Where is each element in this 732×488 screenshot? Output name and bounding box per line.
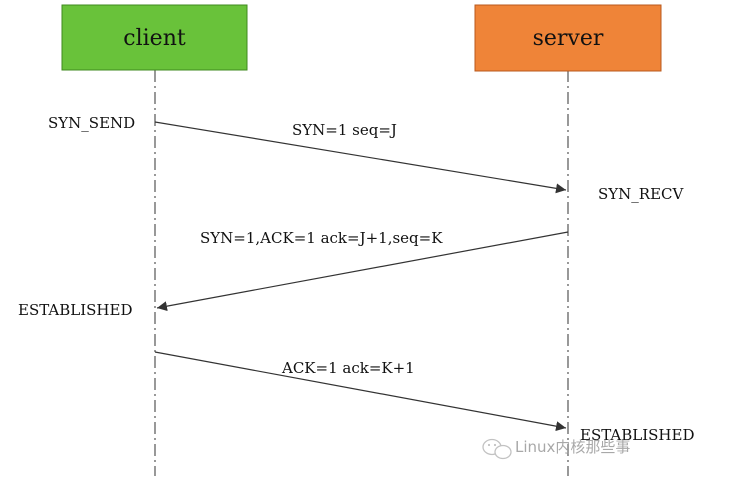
client-box xyxy=(61,4,248,71)
server-state-syn-recv: SYN_RECV xyxy=(598,185,685,203)
syn-arrow xyxy=(154,121,567,194)
server-box xyxy=(474,4,662,72)
syn-ack-arrow xyxy=(156,231,569,312)
wechat-icon xyxy=(482,438,512,460)
client-state-established: ESTABLISHED xyxy=(18,301,133,319)
syn-ack-message-label: SYN=1,ACK=1 ack=J+1,seq=K xyxy=(200,229,443,247)
server-state-established: ESTABLISHED xyxy=(580,426,695,444)
ack-arrow xyxy=(154,351,567,432)
watermark-text: Linux内核那些事 xyxy=(515,438,630,456)
server-label: server xyxy=(533,26,604,51)
client-label: client xyxy=(123,26,186,51)
syn-message-label: SYN=1 seq=J xyxy=(292,121,397,139)
client-state-syn-send: SYN_SEND xyxy=(48,114,135,132)
ack-message-label: ACK=1 ack=K+1 xyxy=(281,359,415,377)
